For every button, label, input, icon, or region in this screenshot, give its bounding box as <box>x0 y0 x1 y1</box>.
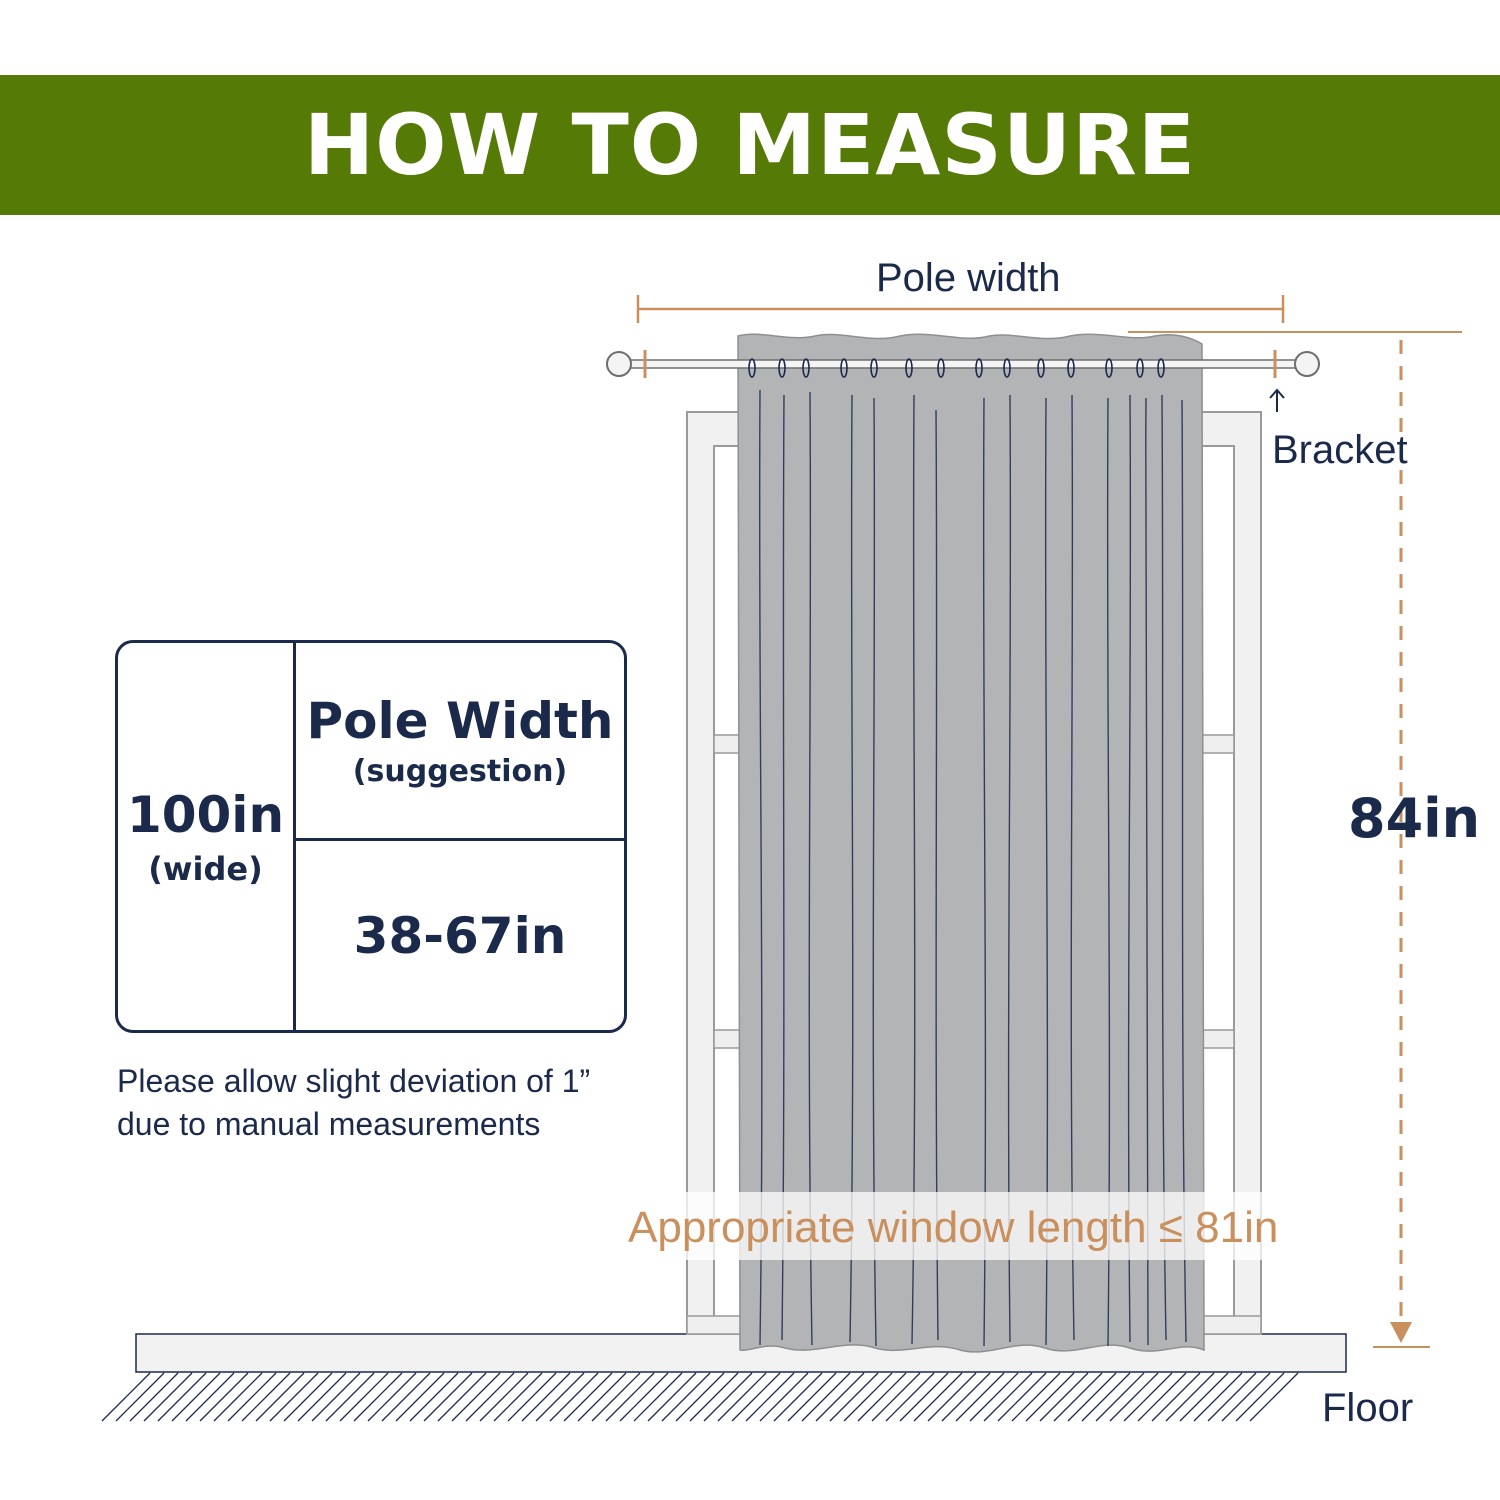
height-label: 84in <box>1348 787 1481 850</box>
header-banner: HOW TO MEASURE <box>0 75 1500 215</box>
window-length-band <box>620 1192 1325 1260</box>
table-divider-horizontal <box>296 838 624 841</box>
table-divider-vertical <box>293 643 296 1030</box>
curtain-rings <box>748 358 1165 378</box>
floor-label: Floor <box>1322 1386 1414 1430</box>
pole-width-label: Pole width <box>876 256 1061 300</box>
pole-value: 38-67in <box>353 906 567 965</box>
height-dimension <box>1128 331 1462 1348</box>
pole-header: Pole Width <box>306 692 614 750</box>
bracket-arrow <box>1269 388 1285 412</box>
pole-sub: (suggestion) <box>352 754 568 789</box>
window-length-label: Appropriate window length ≤ 81in <box>628 1203 1279 1252</box>
deviation-note: Please allow slight deviation of 1” due … <box>117 1060 590 1146</box>
width-cell: 100in (wide) <box>118 643 293 1030</box>
width-value: 100in <box>126 785 285 844</box>
page-title: HOW TO MEASURE <box>303 96 1197 194</box>
pole-header-cell: Pole Width (suggestion) <box>296 643 624 838</box>
pole-width-dimension <box>636 295 1285 323</box>
floor-hatch <box>101 1372 1299 1422</box>
note-line-2: due to manual measurements <box>117 1106 541 1142</box>
width-sub: (wide) <box>148 849 263 888</box>
bracket-label: Bracket <box>1272 428 1408 472</box>
size-table: 100in (wide) Pole Width (suggestion) 38-… <box>115 640 627 1033</box>
note-line-1: Please allow slight deviation of 1” <box>117 1063 591 1099</box>
